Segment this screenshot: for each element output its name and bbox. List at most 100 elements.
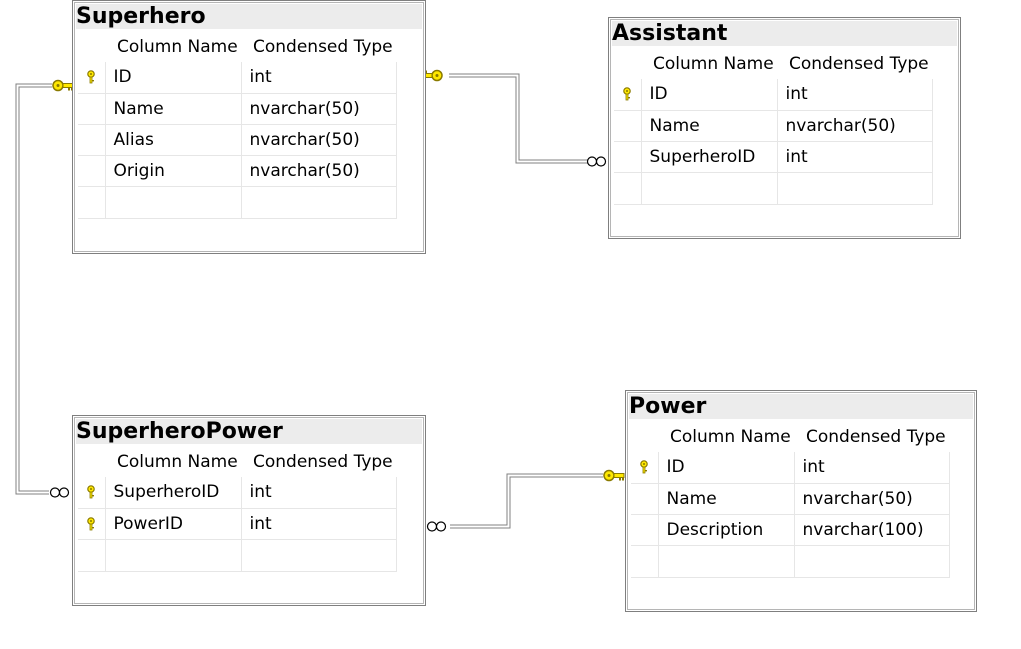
column-name-cell[interactable]: ID	[641, 79, 778, 111]
column-name-header: Column Name	[117, 452, 238, 472]
many-end-infinity-icon	[426, 521, 447, 532]
key-cell	[631, 514, 659, 546]
key-cell	[614, 110, 642, 142]
key-cell	[614, 172, 642, 205]
column-type-cell[interactable]: nvarchar(50)	[241, 155, 397, 187]
key-cell	[631, 483, 659, 515]
column-row[interactable]	[631, 545, 950, 578]
column-type-cell[interactable]: int	[241, 508, 397, 540]
column-name-cell[interactable]: Name	[641, 110, 778, 142]
column-name-cell[interactable]: ID	[658, 452, 795, 484]
column-type-cell[interactable]	[241, 186, 397, 219]
condensed-type-header: Condensed Type	[253, 452, 393, 472]
key-cell	[78, 62, 106, 94]
column-name-cell[interactable]: PowerID	[105, 508, 242, 540]
primary-key-icon	[87, 516, 96, 530]
primary-key-icon	[623, 87, 632, 101]
relationship-superhero-superheropower[interactable]	[15, 83, 53, 495]
key-cell	[631, 545, 659, 578]
one-end-key-icon	[603, 469, 625, 482]
table-title-bar[interactable]	[612, 21, 957, 46]
relationship-power-superheropower[interactable]	[450, 473, 603, 529]
table-title: SuperheroPower	[76, 419, 283, 444]
column-type-cell[interactable]	[777, 172, 933, 205]
column-name-cell[interactable]: Alias	[105, 124, 242, 156]
condensed-type-header: Condensed Type	[253, 37, 393, 57]
key-cell	[78, 93, 106, 125]
column-type-cell[interactable]: nvarchar(100)	[794, 514, 950, 546]
column-type-cell[interactable]: nvarchar(50)	[241, 93, 397, 125]
column-type-cell[interactable]: int	[777, 79, 933, 111]
condensed-type-header: Condensed Type	[789, 54, 929, 74]
key-cell	[614, 141, 642, 173]
column-name-cell[interactable]	[658, 545, 795, 578]
column-name-cell[interactable]: SuperheroID	[105, 477, 242, 509]
column-name-cell[interactable]: Name	[105, 93, 242, 125]
primary-key-icon	[640, 460, 649, 474]
column-row[interactable]	[78, 539, 397, 572]
column-name-header: Column Name	[117, 37, 238, 57]
column-type-cell[interactable]: int	[777, 141, 933, 173]
table-title: Power	[629, 394, 707, 419]
condensed-type-header: Condensed Type	[806, 427, 946, 447]
key-cell	[78, 539, 106, 572]
column-row[interactable]	[614, 172, 933, 205]
column-row[interactable]	[78, 186, 397, 219]
column-name-cell[interactable]	[641, 172, 778, 205]
key-cell	[631, 452, 659, 484]
table-title-bar[interactable]	[76, 4, 422, 29]
key-cell	[78, 124, 106, 156]
column-type-cell[interactable]: int	[241, 62, 397, 94]
column-type-cell[interactable]: nvarchar(50)	[241, 124, 397, 156]
table-title-bar[interactable]	[629, 394, 973, 419]
column-name-cell[interactable]: SuperheroID	[641, 141, 778, 173]
key-cell	[614, 79, 642, 111]
column-name-cell[interactable]: ID	[105, 62, 242, 94]
column-type-cell[interactable]: int	[794, 452, 950, 484]
column-type-cell[interactable]: nvarchar(50)	[777, 110, 933, 142]
column-type-cell[interactable]	[794, 545, 950, 578]
key-cell	[78, 477, 106, 509]
many-end-infinity-icon	[49, 487, 70, 498]
many-end-infinity-icon	[586, 156, 607, 167]
column-name-cell[interactable]	[105, 539, 242, 572]
key-cell	[78, 186, 106, 219]
column-type-cell[interactable]: int	[241, 477, 397, 509]
one-end-key-icon	[52, 79, 74, 92]
column-type-cell[interactable]	[241, 539, 397, 572]
primary-key-icon	[87, 70, 96, 84]
table-title: Superhero	[76, 4, 206, 29]
table-title: Assistant	[612, 21, 728, 46]
key-cell	[78, 155, 106, 187]
column-type-cell[interactable]: nvarchar(50)	[794, 483, 950, 515]
column-name-cell[interactable]: Name	[658, 483, 795, 515]
column-name-cell[interactable]: Origin	[105, 155, 242, 187]
column-name-cell[interactable]	[105, 186, 242, 219]
table-superheropower[interactable]: SuperheroPower Column Name Condensed Typ…	[72, 415, 426, 606]
column-name-header: Column Name	[653, 54, 774, 74]
column-name-cell[interactable]: Description	[658, 514, 795, 546]
primary-key-icon	[87, 485, 96, 499]
table-title-bar[interactable]	[76, 419, 422, 444]
key-cell	[78, 508, 106, 540]
